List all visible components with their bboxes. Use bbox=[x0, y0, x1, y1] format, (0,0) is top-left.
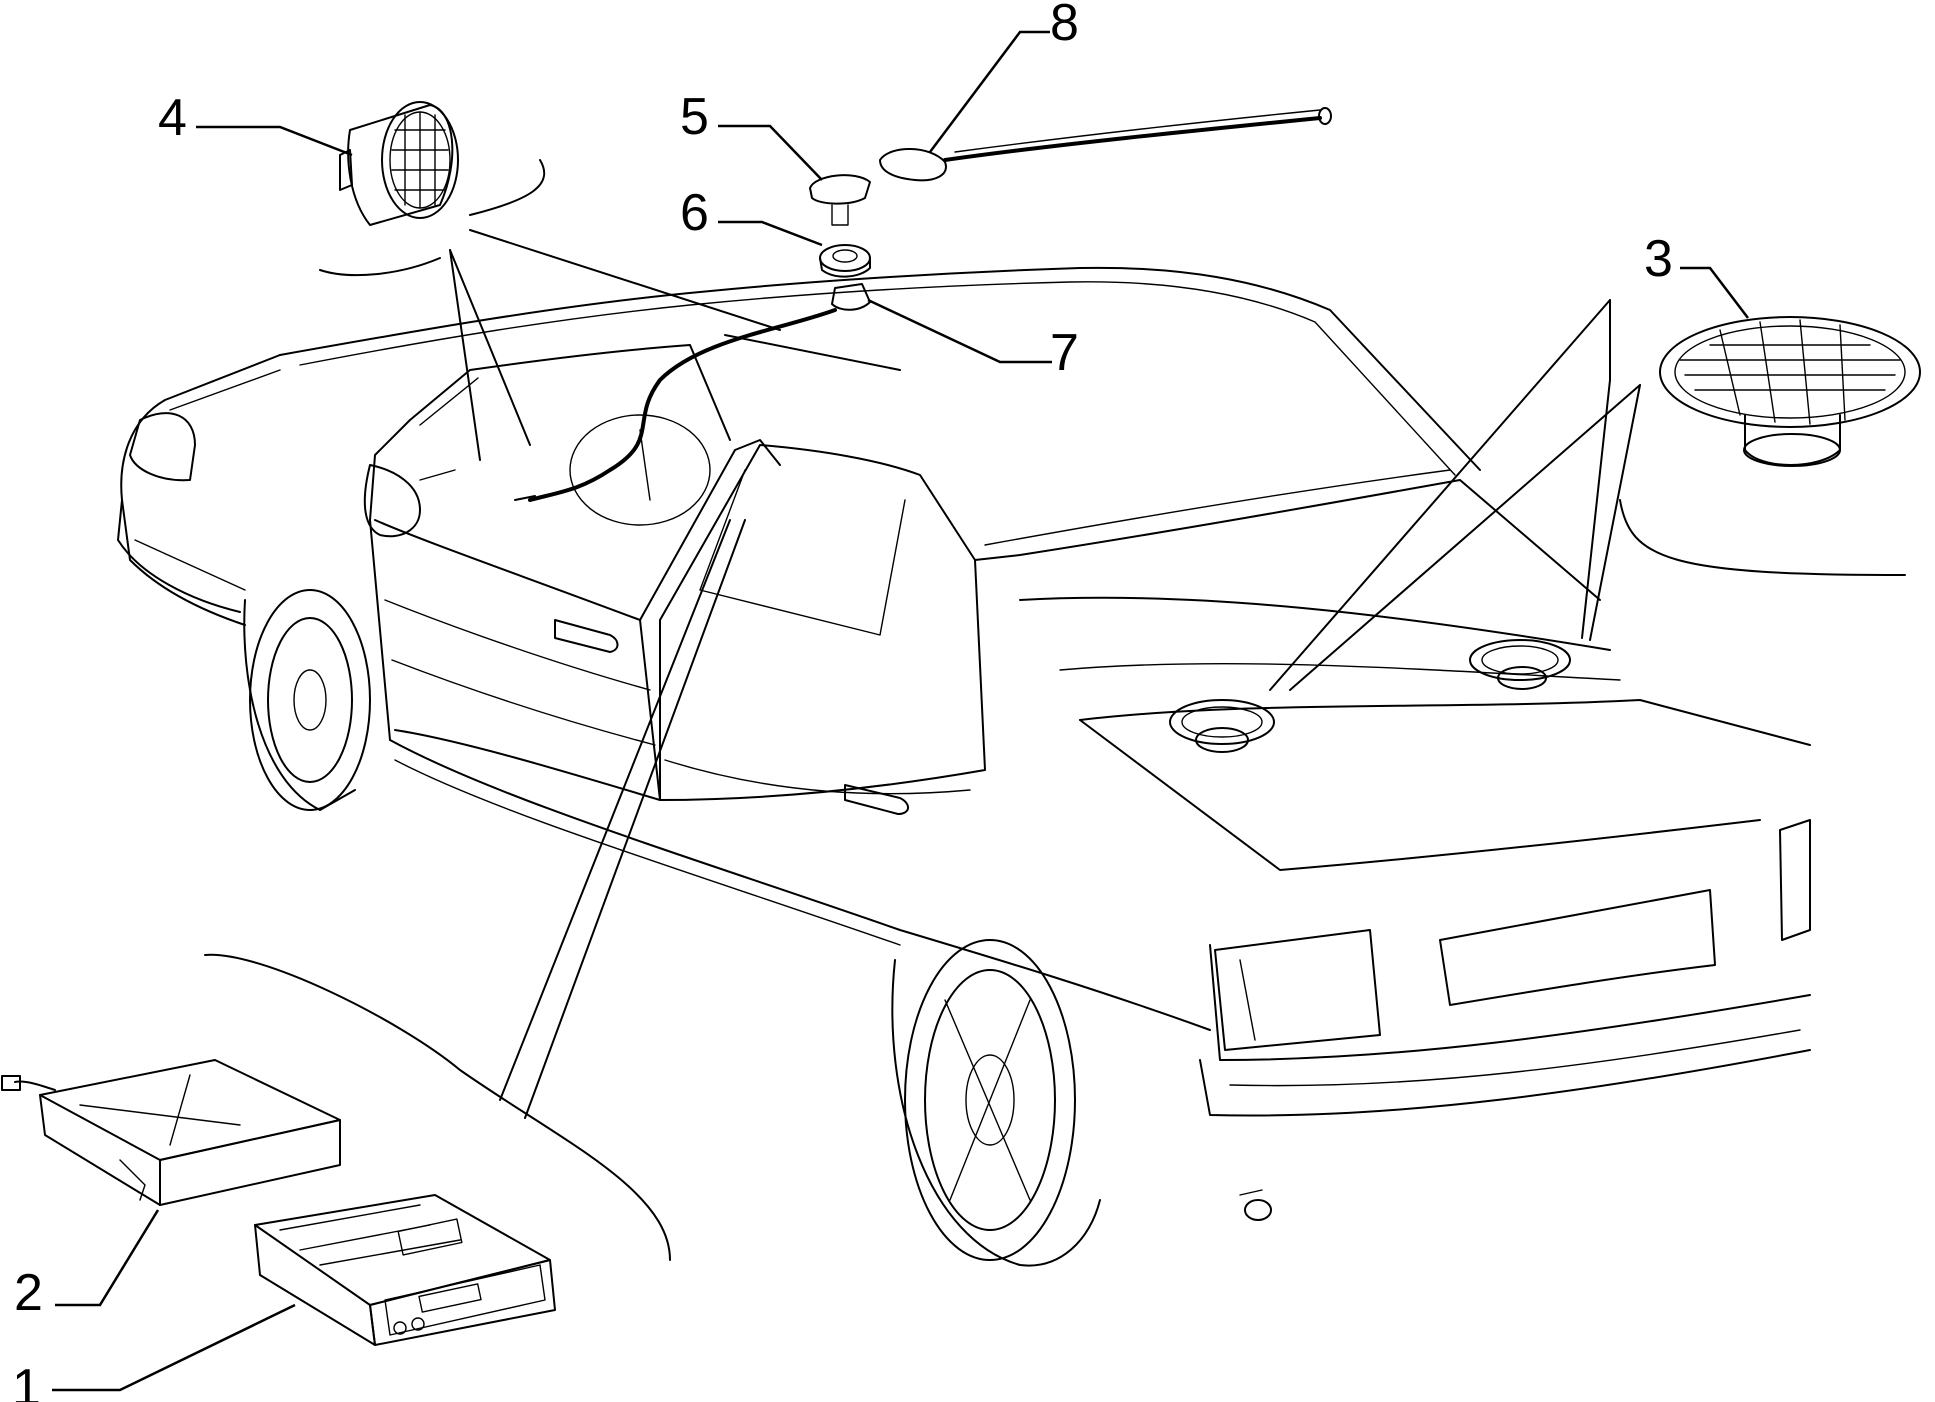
rear-shelf-speaker-right bbox=[1469, 639, 1571, 690]
rear-shelf-speaker-left bbox=[1169, 699, 1275, 753]
detail-arc-radio bbox=[204, 953, 671, 1261]
detail-arc-4-right bbox=[469, 159, 546, 216]
callout-7: 7 bbox=[1050, 324, 1079, 382]
antenna-gasket bbox=[819, 244, 871, 278]
callout-6: 6 bbox=[680, 184, 709, 242]
antenna-base-cable bbox=[514, 283, 871, 502]
antenna-mast bbox=[879, 107, 1332, 182]
callout-5: 5 bbox=[680, 88, 709, 146]
detail-arc-3 bbox=[1619, 499, 1906, 576]
callout-8: 8 bbox=[1050, 0, 1079, 52]
callout-2: 2 bbox=[14, 1264, 43, 1322]
leader-lines bbox=[52, 30, 1749, 1392]
callout-3: 3 bbox=[1644, 230, 1673, 288]
callout-1: 1 bbox=[12, 1359, 41, 1402]
pointer-lines bbox=[449, 229, 1641, 1119]
radio-mounting-frame bbox=[1, 1059, 341, 1206]
car-illustration bbox=[117, 266, 1811, 1267]
rear-speaker-detail bbox=[1659, 316, 1921, 467]
detail-arc-4-left bbox=[319, 257, 441, 277]
radio-unit bbox=[254, 1194, 556, 1346]
dashboard-tweeter-detail bbox=[339, 101, 459, 226]
callout-4: 4 bbox=[158, 89, 187, 147]
antenna-cap-nut bbox=[809, 174, 871, 226]
callout-numbers: 1 2 3 4 5 6 7 8 bbox=[12, 0, 1673, 1402]
